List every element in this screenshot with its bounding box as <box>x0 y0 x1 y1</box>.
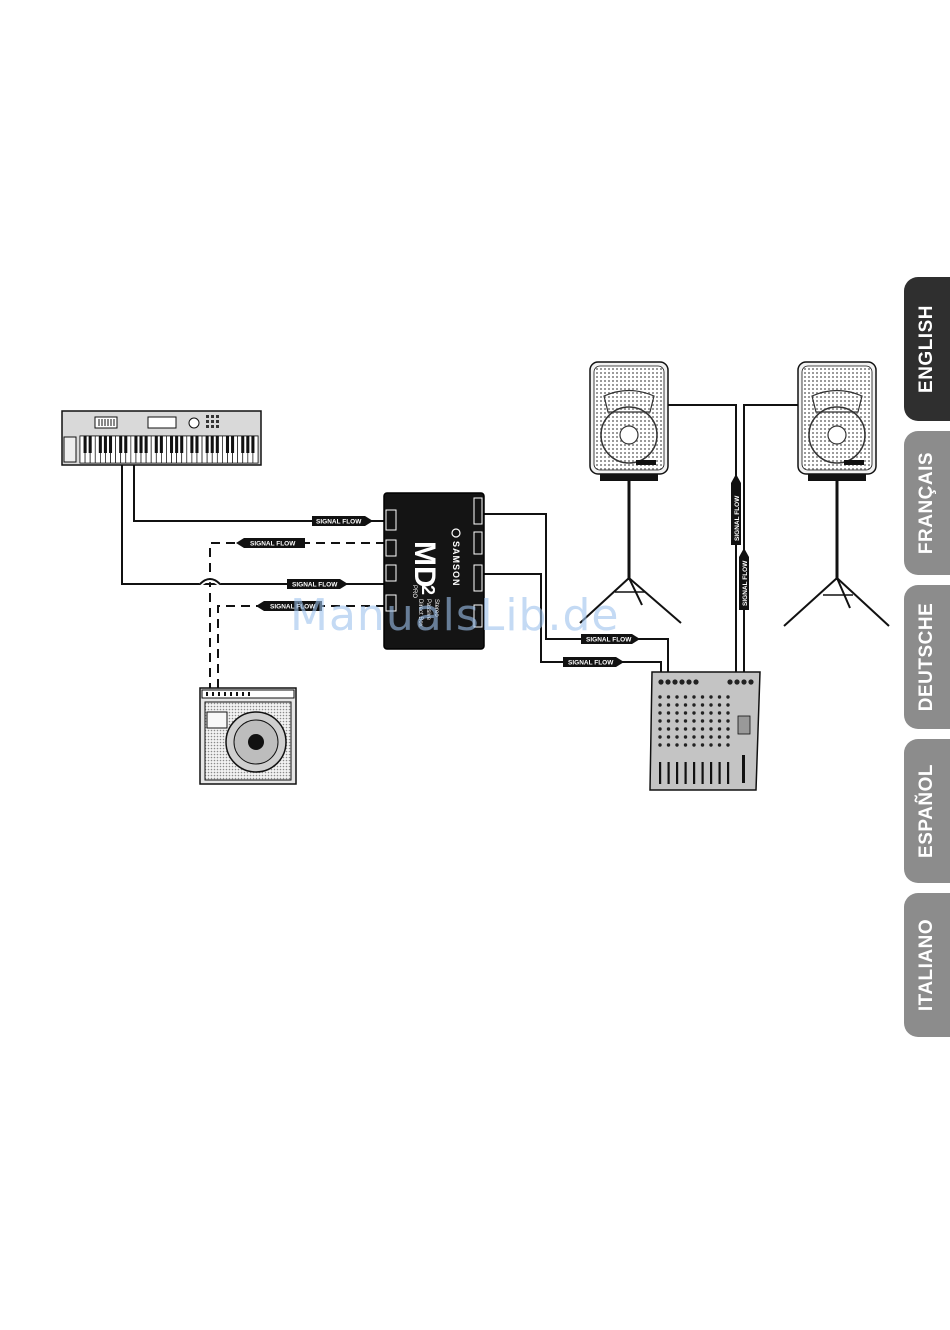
cable-mixer-to-speaker-1 <box>668 405 736 678</box>
signal-flow-arrow-2: SIGNAL FLOW <box>236 538 305 548</box>
tab-espanol-label: ESPAÑOL <box>916 764 938 858</box>
di-model-label: MD <box>408 541 441 588</box>
svg-text:SIGNAL FLOW: SIGNAL FLOW <box>250 541 296 548</box>
signal-flow-arrow-8: SIGNAL FLOW <box>739 548 749 610</box>
tab-english-label: ENGLISH <box>916 305 938 393</box>
watermark: ManualsLib.de <box>290 590 619 641</box>
tab-francais-label: FRANÇAIS <box>916 452 938 554</box>
cable-keyboard-to-di-1 <box>134 465 385 521</box>
tab-italiano[interactable]: ITALIANO <box>904 893 950 1037</box>
svg-text:SIGNAL FLOW: SIGNAL FLOW <box>568 660 614 667</box>
signal-flow-arrow-6: SIGNAL FLOW <box>563 657 624 667</box>
signal-flow-arrow-7: SIGNAL FLOW <box>731 474 741 545</box>
svg-text:SIGNAL FLOW: SIGNAL FLOW <box>316 519 362 526</box>
signal-flow-arrow-3: SIGNAL FLOW <box>287 579 348 589</box>
mixer-icon <box>650 672 760 790</box>
cable-mixer-to-speaker-2 <box>744 405 800 678</box>
pa-speaker-right-icon <box>784 362 889 626</box>
guitar-amp-icon <box>200 688 296 784</box>
signal-flow-arrow-1: SIGNAL FLOW <box>312 516 373 526</box>
tab-deutsche-label: DEUTSCHE <box>916 603 938 712</box>
tab-espanol[interactable]: ESPAÑOL <box>904 739 950 883</box>
di-brand-label: SAMSON <box>451 541 461 587</box>
svg-text:SIGNAL FLOW: SIGNAL FLOW <box>742 560 749 606</box>
tab-italiano-label: ITALIANO <box>916 919 938 1011</box>
svg-text:SIGNAL FLOW: SIGNAL FLOW <box>734 495 741 541</box>
tab-english[interactable]: ENGLISH <box>904 277 950 421</box>
tab-deutsche[interactable]: DEUTSCHE <box>904 585 950 729</box>
svg-text:SIGNAL FLOW: SIGNAL FLOW <box>292 582 338 589</box>
pa-speaker-left-icon <box>580 362 681 623</box>
tab-francais[interactable]: FRANÇAIS <box>904 431 950 575</box>
keyboard-icon <box>62 411 261 465</box>
